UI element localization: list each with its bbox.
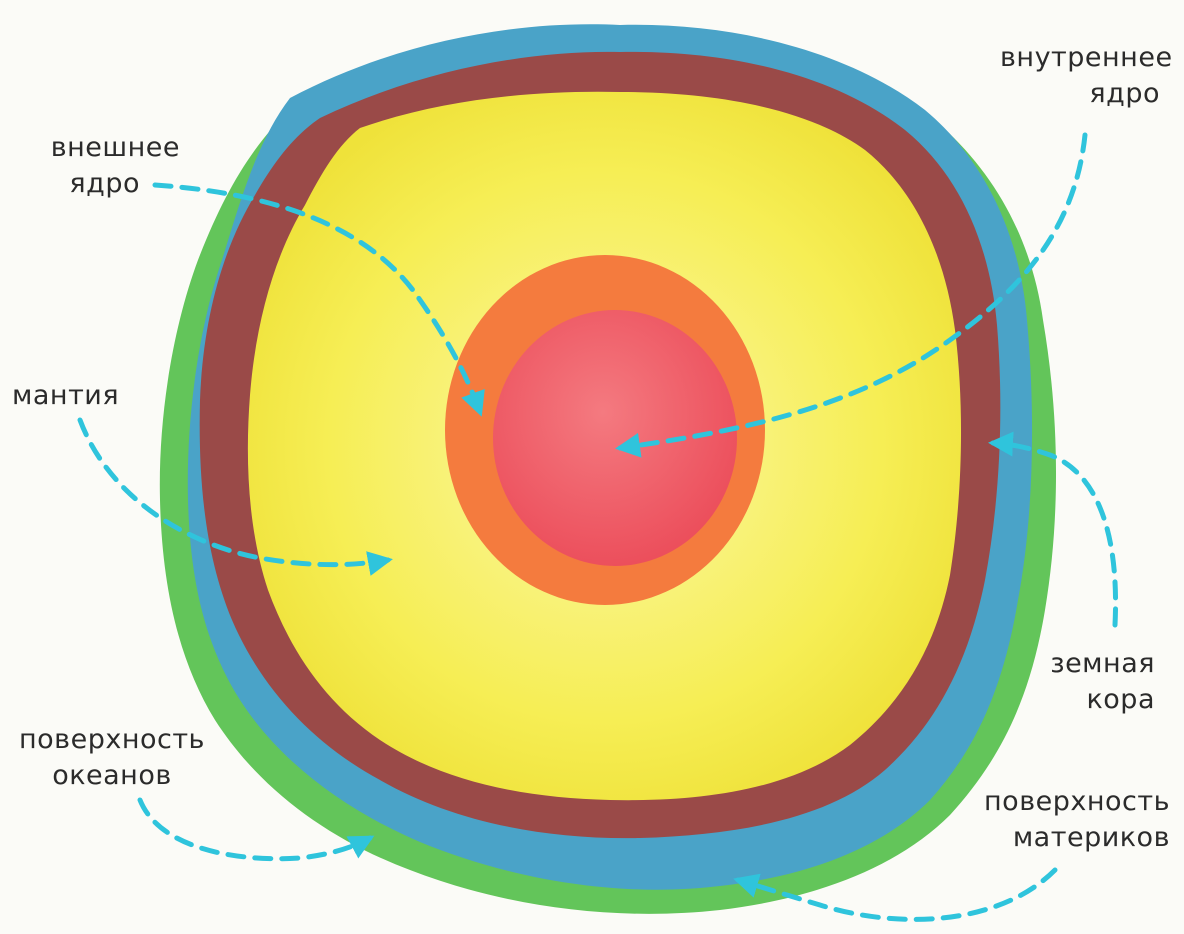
crust-label: земная кора	[1045, 646, 1155, 718]
mantle-label: мантия	[12, 378, 119, 414]
ocean-surface-label-line1: поверхность	[12, 722, 212, 758]
inner-core-label: внутреннее ядро	[1000, 40, 1160, 112]
inner-core-layer	[493, 310, 737, 566]
continent-surface-label: поверхность материков	[960, 784, 1170, 856]
outer-core-label: внешнее ядро	[38, 130, 180, 202]
continent-surface-label-line1: поверхность	[960, 784, 1170, 820]
outer-core-label-line2: ядро	[38, 166, 180, 202]
ocean-surface-label-line2: океанов	[12, 758, 212, 794]
outer-core-label-line1: внешнее	[38, 130, 180, 166]
ocean-surface-label: поверхность океанов	[12, 722, 212, 794]
mantle-label-line1: мантия	[12, 378, 119, 414]
crust-label-line2: кора	[1045, 682, 1155, 718]
continent-surface-label-line2: материков	[960, 820, 1170, 856]
inner-core-label-line1: внутреннее	[1000, 40, 1160, 76]
crust-label-line1: земная	[1045, 646, 1155, 682]
inner-core-label-line2: ядро	[1000, 76, 1160, 112]
